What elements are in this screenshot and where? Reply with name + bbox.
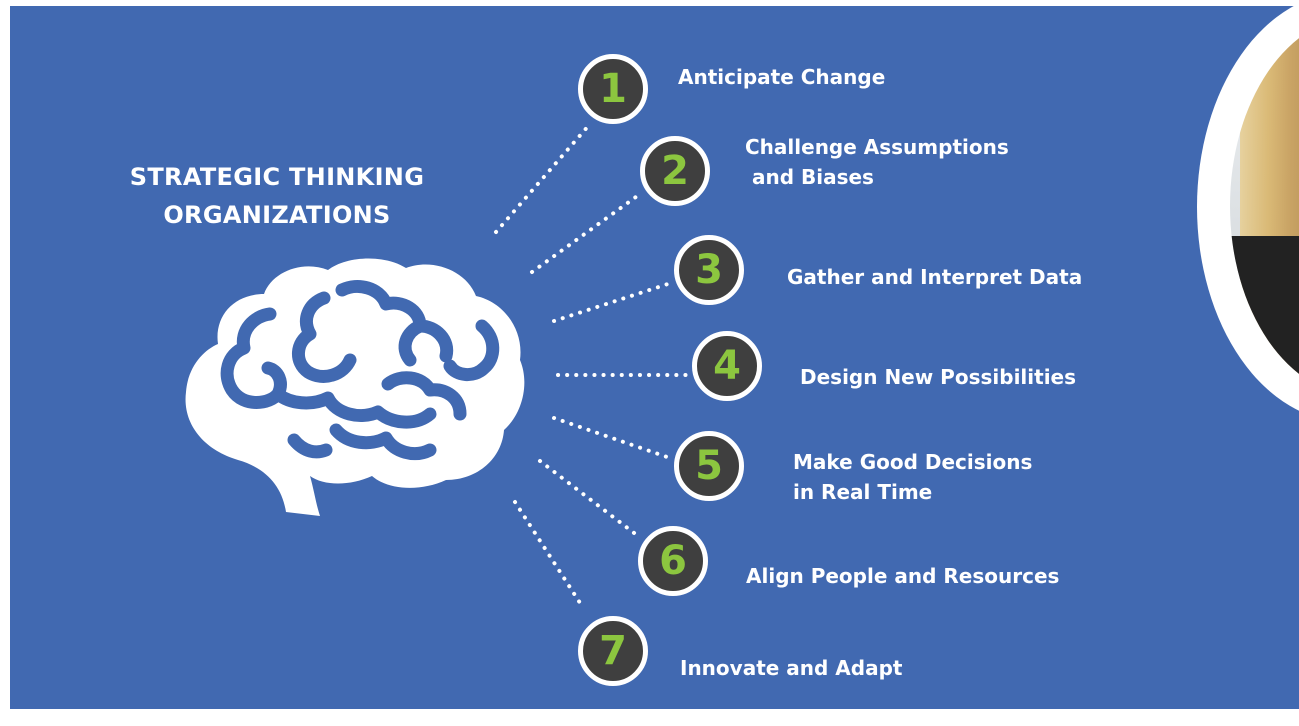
step-2-label: Challenge Assumptions and Biases xyxy=(745,135,1009,189)
slide-panel: STRATEGIC THINKING ORGANIZATIONS xyxy=(10,6,1299,709)
step-7-badge: 7 xyxy=(578,616,648,686)
connector-5 xyxy=(552,416,672,460)
connector-7 xyxy=(513,500,584,608)
step-1-label: Anticipate Change xyxy=(678,65,886,89)
step-4-label: Design New Possibilities xyxy=(800,365,1077,389)
brain-icon xyxy=(185,258,525,516)
step-3-badge: 3 xyxy=(674,235,744,305)
step-2-badge: 2 xyxy=(640,136,710,206)
portrait-photo xyxy=(1230,16,1299,396)
connector-6 xyxy=(538,459,640,538)
step-4-badge: 4 xyxy=(692,331,762,401)
connector-3 xyxy=(552,280,676,323)
connector-1 xyxy=(494,122,592,234)
connector-lines xyxy=(494,122,694,608)
connector-2 xyxy=(530,192,642,274)
step-1-badge: 1 xyxy=(578,54,648,124)
slide-title: STRATEGIC THINKING ORGANIZATIONS xyxy=(102,158,452,234)
step-3-label: Gather and Interpret Data xyxy=(787,265,1083,289)
photo-clothing-area xyxy=(1230,236,1299,396)
step-6-badge: 6 xyxy=(638,526,708,596)
title-line-2: ORGANIZATIONS xyxy=(163,201,391,229)
title-line-1: STRATEGIC THINKING xyxy=(129,163,425,191)
step-5-label: Make Good Decisions in Real Time xyxy=(793,450,1033,504)
step-5-badge: 5 xyxy=(674,431,744,501)
step-7-label: Innovate and Adapt xyxy=(680,656,903,680)
step-6-label: Align People and Resources xyxy=(746,564,1060,588)
